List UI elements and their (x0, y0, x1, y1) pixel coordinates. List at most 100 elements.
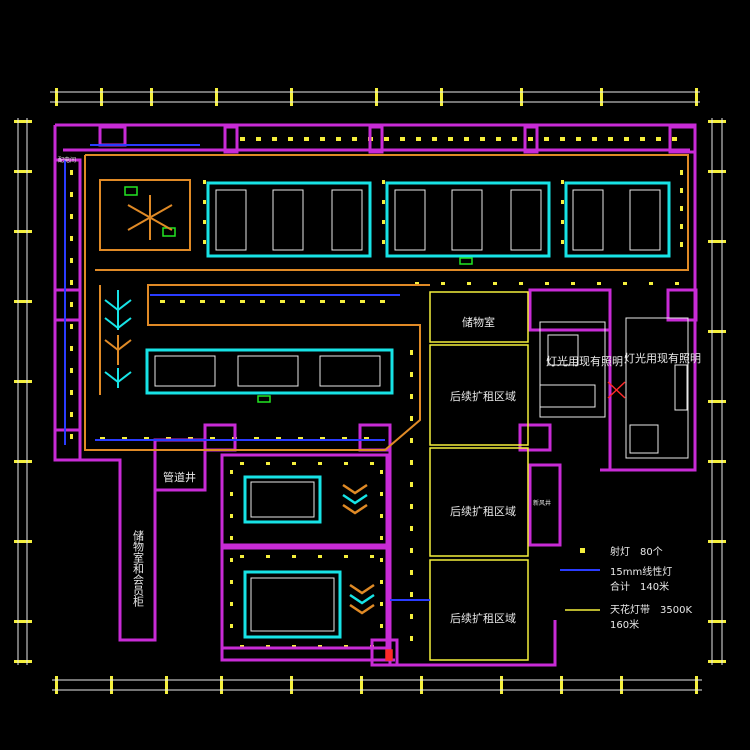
light-mark (382, 200, 385, 204)
light-mark (597, 282, 601, 285)
light-mark (561, 240, 564, 244)
light-mark (364, 437, 369, 440)
light-mark (410, 636, 413, 641)
future-zone-label-3: 后续扩租区域 (450, 611, 516, 625)
light-mark (272, 137, 277, 141)
light-mark (600, 88, 603, 106)
light-mark (318, 555, 322, 558)
light-mark (203, 220, 206, 224)
light-mark (370, 462, 374, 465)
legend-spotlight: 射灯 80个 (610, 546, 663, 558)
linear-light-lines (64, 144, 430, 601)
light-mark (70, 170, 73, 175)
light-mark (70, 324, 73, 329)
light-mark (230, 558, 233, 562)
light-mark (340, 300, 345, 303)
legend-linear-line1: 15mm线性灯 (610, 565, 672, 578)
light-mark (254, 437, 259, 440)
light-mark (708, 120, 726, 123)
light-mark (344, 462, 348, 465)
light-mark (410, 438, 413, 443)
light-mark (210, 437, 215, 440)
light-mark (448, 137, 453, 141)
light-mark (70, 302, 73, 307)
light-mark (410, 548, 413, 553)
light-mark (110, 676, 113, 694)
chevron-markers (342, 483, 375, 615)
light-mark (70, 412, 73, 417)
light-mark (230, 470, 233, 474)
light-mark (203, 180, 206, 184)
light-mark (320, 437, 325, 440)
light-mark (70, 280, 73, 285)
light-mark (640, 137, 645, 141)
light-mark (380, 492, 383, 496)
future-zone-label-2: 后续扩租区域 (450, 504, 516, 518)
light-mark (70, 368, 73, 373)
small-tag-top-left: 配电间 (58, 156, 76, 164)
light-mark (410, 504, 413, 509)
light-mark (370, 555, 374, 558)
light-mark (240, 300, 245, 303)
light-mark (708, 660, 726, 663)
light-mark (150, 88, 153, 106)
legend: 射灯 80个 15mm线性灯 合计 140米 天花灯带 3500K 160米 (610, 546, 692, 631)
light-mark (708, 620, 726, 623)
building-walls (53, 123, 698, 667)
light-mark (230, 492, 233, 496)
light-mark (292, 462, 296, 465)
light-mark (14, 120, 32, 123)
locker-room-label: 储物室和会员柜 (132, 529, 145, 608)
light-mark (620, 676, 623, 694)
light-mark (380, 470, 383, 474)
light-mark (708, 400, 726, 403)
light-mark (70, 236, 73, 241)
light-mark (320, 137, 325, 141)
light-mark (400, 137, 405, 141)
light-mark (382, 180, 385, 184)
light-mark (649, 282, 653, 285)
light-mark (100, 437, 105, 440)
light-mark (496, 137, 501, 141)
light-mark (14, 540, 32, 543)
light-mark (416, 137, 421, 141)
light-mark (528, 137, 533, 141)
light-mark (230, 514, 233, 518)
light-mark (360, 676, 363, 694)
light-mark (160, 300, 165, 303)
light-mark (344, 555, 348, 558)
light-mark (276, 437, 281, 440)
light-mark (304, 137, 309, 141)
light-mark (576, 137, 581, 141)
light-mark (500, 676, 503, 694)
light-mark (561, 220, 564, 224)
light-mark (240, 462, 244, 465)
light-mark (55, 676, 58, 694)
legend-linear-line2: 合计 140米 (610, 580, 669, 593)
light-mark (380, 558, 383, 562)
light-mark (14, 380, 32, 383)
light-mark (70, 258, 73, 263)
light-mark (410, 460, 413, 465)
light-mark (70, 434, 73, 439)
light-mark (266, 462, 270, 465)
light-mark (560, 676, 563, 694)
light-mark (70, 192, 73, 197)
light-mark (410, 570, 413, 575)
plant-symbols (104, 195, 173, 388)
red-marker (385, 381, 626, 661)
light-mark (70, 390, 73, 395)
light-mark (410, 394, 413, 399)
light-mark (215, 88, 218, 106)
light-mark (203, 240, 206, 244)
light-mark (380, 300, 385, 303)
light-mark (440, 88, 443, 106)
light-mark (512, 137, 517, 141)
light-mark (561, 180, 564, 184)
light-mark (656, 137, 661, 141)
light-mark (14, 300, 32, 303)
light-mark (144, 437, 149, 440)
light-mark (230, 536, 233, 540)
light-mark (467, 282, 471, 285)
light-mark (561, 200, 564, 204)
